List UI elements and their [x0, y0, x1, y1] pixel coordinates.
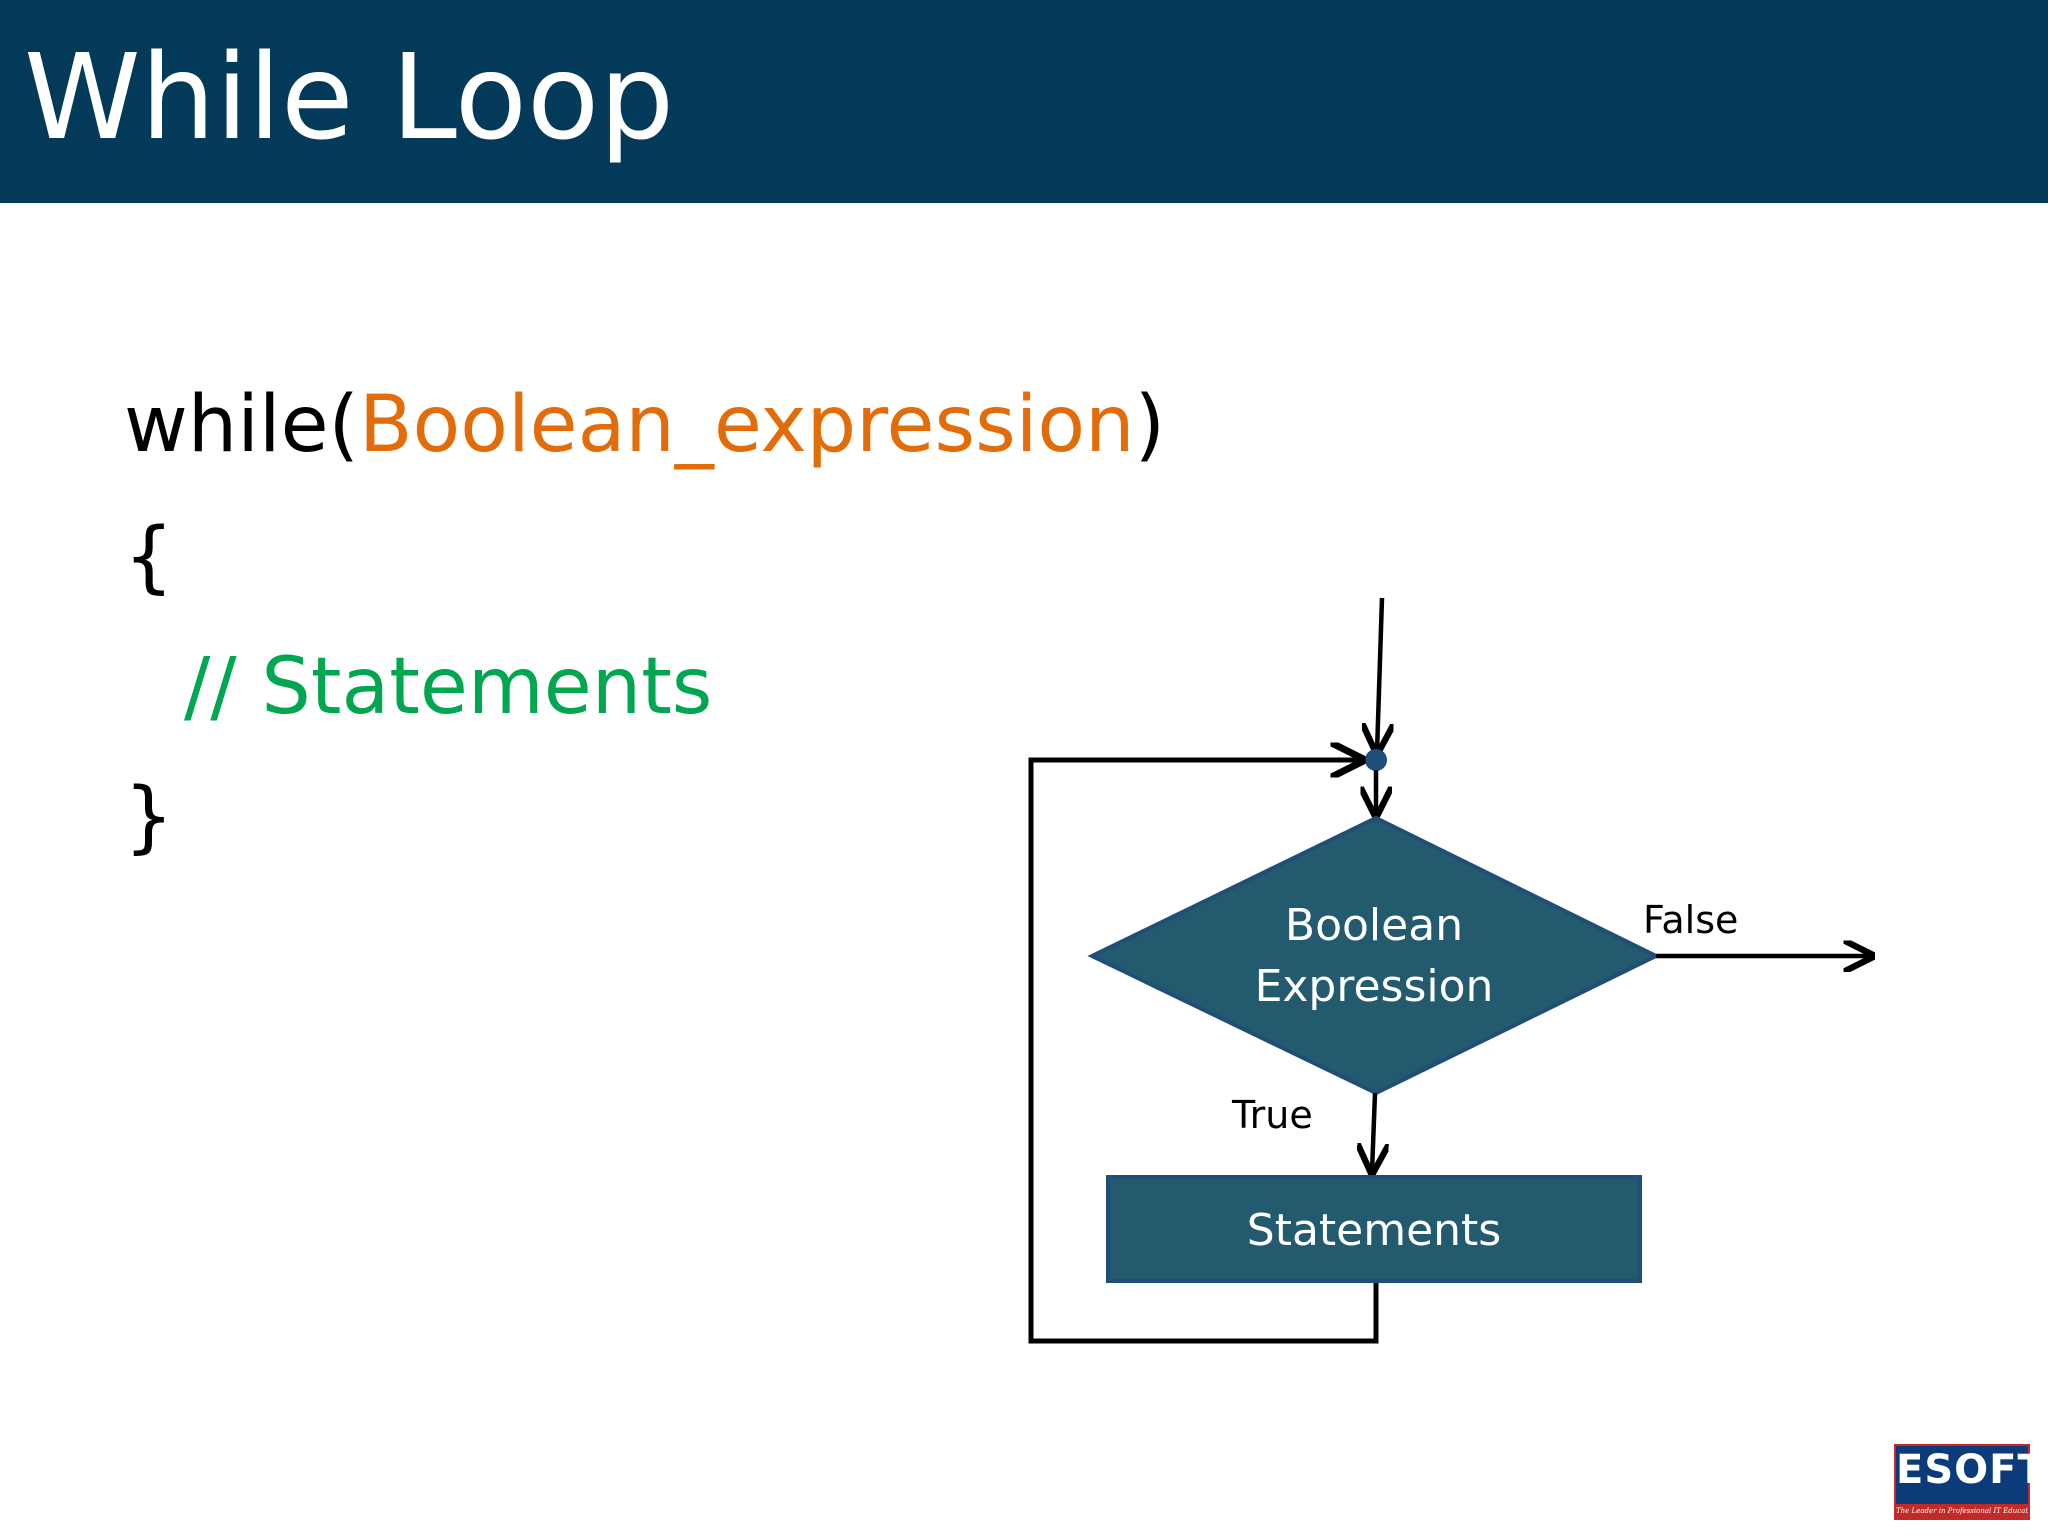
- code-while-line: while(Boolean_expression): [124, 386, 1165, 464]
- statements-box: [1106, 1175, 1642, 1283]
- true-arrow: [1372, 1092, 1375, 1172]
- open-brace: {: [124, 512, 174, 602]
- decision-label-line2: Expression: [1255, 961, 1494, 1012]
- true-label: True: [1231, 1093, 1313, 1137]
- logo-text: ESOFT: [1896, 1447, 2046, 1493]
- boolean-expression-text: Boolean_expression: [359, 380, 1135, 470]
- loop-back-path: [1028, 760, 1379, 1344]
- close-paren: ): [1134, 380, 1166, 470]
- false-label: False: [1643, 898, 1738, 942]
- entry-arrow: [1377, 597, 1382, 752]
- close-brace: }: [124, 772, 174, 862]
- esoft-logo: ESOFT The Leader in Professional IT Educ…: [1894, 1444, 2046, 1520]
- slide-title: While Loop: [24, 28, 675, 166]
- while-keyword: while(: [124, 380, 359, 470]
- decision-label-line1: Boolean: [1285, 900, 1463, 951]
- statements-box-label: Statements: [1247, 1205, 1501, 1256]
- title-bar: While Loop: [0, 0, 2048, 203]
- logo-tagline: The Leader in Professional IT Education: [1896, 1504, 2028, 1518]
- junction-dot: [1365, 749, 1387, 771]
- decision-diamond: [1087, 815, 1661, 1096]
- statements-comment: // Statements: [184, 642, 713, 732]
